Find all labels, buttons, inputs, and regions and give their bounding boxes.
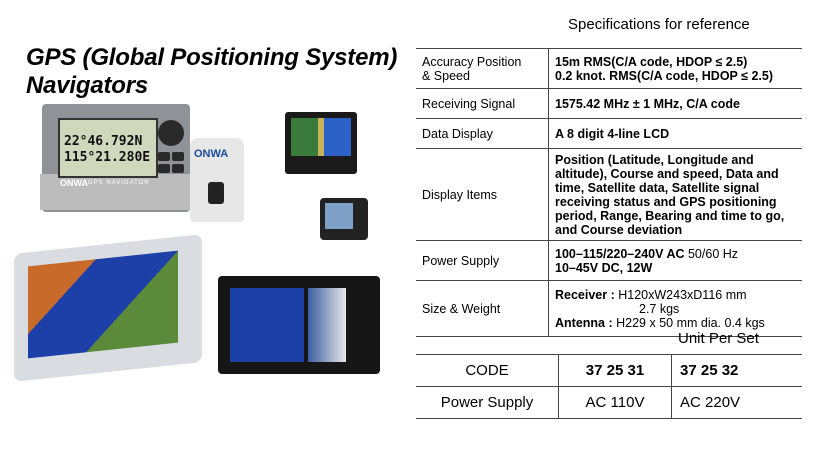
gps-navigator-image: 22°46.792N 115°21.280E ONWA GPS NAVIGATO… — [40, 104, 190, 212]
power-supply-value: AC 220V — [671, 386, 802, 419]
spec-label: Display Items — [416, 148, 549, 241]
device-mount-base — [40, 174, 190, 210]
code-label: CODE — [416, 354, 559, 387]
lcd-screen: 22°46.792N 115°21.280E — [58, 118, 158, 178]
dpad-icon — [158, 120, 184, 146]
chartplotter-screen — [28, 250, 178, 359]
chart-screen — [308, 288, 346, 362]
code-row: CODE 37 25 31 37 25 32 — [416, 354, 802, 387]
spec-label: Accuracy Position& Speed — [416, 48, 549, 89]
code-value: 37 25 32 — [671, 354, 802, 387]
spec-value: 100–115/220–240V AC 50/60 Hz 10–45V DC, … — [548, 240, 802, 281]
spec-row-display: Data Display A 8 digit 4-line LCD — [416, 118, 802, 149]
spec-row-accuracy: Accuracy Position& Speed 15m RMS(C/A cod… — [416, 48, 802, 89]
sonar-chart-combo-image — [218, 276, 380, 374]
spec-row-size: Size & Weight Receiver : H120xW243xD116 … — [416, 280, 802, 337]
fishfinder-screen — [291, 118, 351, 156]
spec-label: Power Supply — [416, 240, 549, 281]
key-icon — [158, 152, 170, 161]
spec-value: A 8 digit 4-line LCD — [548, 118, 802, 149]
key-icon — [172, 164, 184, 173]
fishfinder-image — [285, 112, 357, 174]
title-line-1: GPS (Global Positioning System) — [26, 44, 398, 71]
key-icon — [172, 152, 184, 161]
spec-label: Receiving Signal — [416, 88, 549, 119]
spec-row-power: Power Supply 100–115/220–240V AC 50/60 H… — [416, 240, 802, 281]
spec-value: 15m RMS(C/A code, HDOP ≤ 2.5)0.2 knot. R… — [548, 48, 802, 89]
antenna-brand: ONWA — [194, 148, 229, 160]
spec-row-items: Display Items Position (Latitude, Longit… — [416, 148, 802, 241]
spec-value: Receiver : H120xW243xD116 mm 2.7 kgs Ant… — [548, 280, 802, 337]
handheld-screen — [325, 203, 353, 229]
code-table: CODE 37 25 31 37 25 32 Power Supply AC 1… — [416, 354, 802, 419]
device-model: GPS NAVIGATOR — [88, 180, 150, 186]
spec-heading: Specifications for reference — [568, 16, 750, 33]
power-supply-row: Power Supply AC 110V AC 220V — [416, 386, 802, 419]
spec-label: Size & Weight — [416, 280, 549, 337]
chartplotter-image — [14, 234, 202, 382]
code-value: 37 25 31 — [558, 354, 672, 387]
sonar-screen — [230, 288, 304, 362]
power-supply-label: Power Supply — [416, 386, 559, 419]
title-line-2: Navigators — [26, 72, 149, 99]
antenna-image: ONWA — [190, 138, 244, 222]
unit-label: Unit Per Set — [678, 330, 759, 347]
spec-label: Data Display — [416, 118, 549, 149]
key-icon — [158, 164, 170, 173]
spec-value: Position (Latitude, Longitude and altitu… — [548, 148, 802, 241]
lcd-line-1: 22°46.792N — [64, 134, 143, 149]
spec-value: 1575.42 MHz ± 1 MHz, C/A code — [548, 88, 802, 119]
lcd-line-2: 115°21.280E — [64, 150, 151, 165]
spec-row-receiving: Receiving Signal 1575.42 MHz ± 1 MHz, C/… — [416, 88, 802, 119]
power-supply-value: AC 110V — [558, 386, 672, 419]
page-title: GPS (Global Positioning System) Navigato… — [26, 44, 397, 100]
device-brand: ONWA — [60, 178, 88, 188]
spec-table: Accuracy Position& Speed 15m RMS(C/A cod… — [416, 48, 802, 337]
handheld-gps-image — [320, 198, 368, 240]
antenna-plug-icon — [208, 182, 224, 204]
